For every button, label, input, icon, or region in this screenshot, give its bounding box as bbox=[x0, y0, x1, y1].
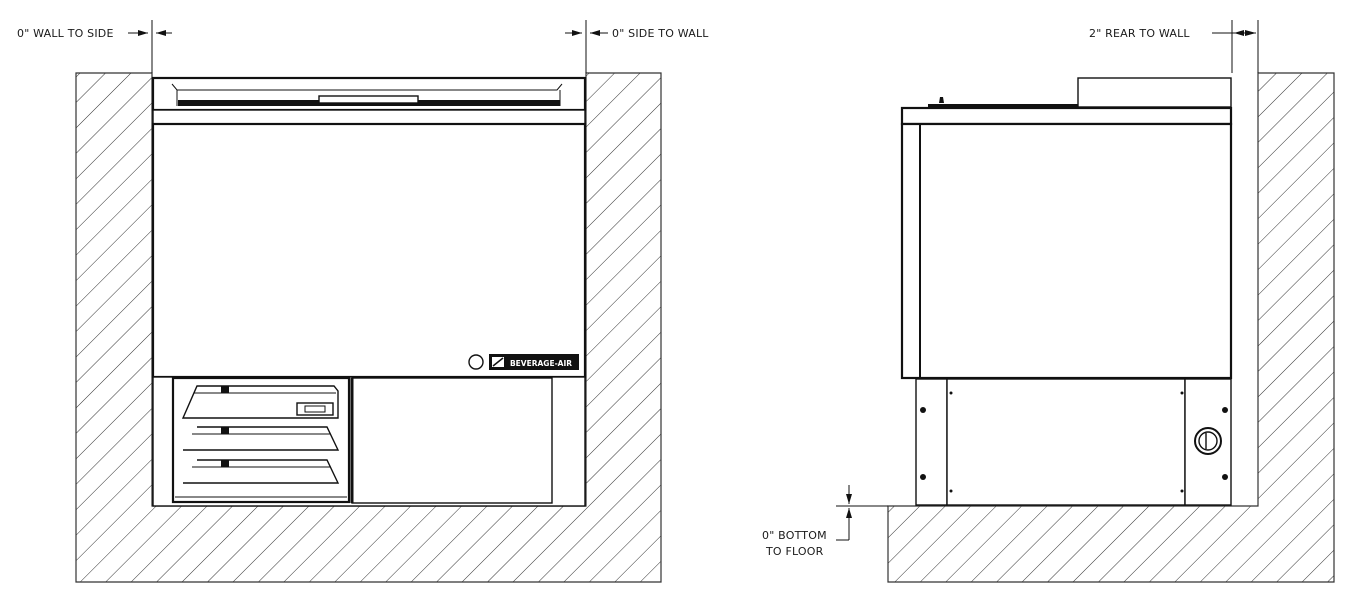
label-bottom-to-floor-1: 0" BOTTOM bbox=[762, 529, 827, 542]
label-bottom-to-floor-2: TO FLOOR bbox=[765, 545, 824, 558]
dim-wall-to-side: 0" WALL TO SIDE bbox=[17, 20, 172, 73]
wall-rear-hatch bbox=[887, 72, 1335, 583]
label-rear-to-wall: 2" REAR TO WALL bbox=[1089, 27, 1190, 40]
side-elevation: 2" REAR TO WALL 0" BOTTOM TO FLOOR bbox=[762, 20, 1335, 583]
base-legs bbox=[915, 378, 1232, 506]
front-elevation: BEVERAGE-AIR bbox=[17, 20, 709, 583]
drain-fitting-icon bbox=[1194, 427, 1222, 455]
cabinet-front-panel bbox=[151, 122, 587, 379]
compressor-grille bbox=[171, 376, 351, 504]
indicator-light-icon bbox=[468, 354, 484, 370]
dim-side-to-wall: 0" SIDE TO WALL bbox=[565, 20, 709, 73]
dim-bottom-to-floor: 0" BOTTOM TO FLOOR bbox=[762, 485, 888, 558]
label-side-to-wall: 0" SIDE TO WALL bbox=[612, 27, 709, 40]
cabinet-side-panel bbox=[900, 122, 1233, 380]
access-panel bbox=[351, 377, 553, 504]
brand-badge-text: BEVERAGE-AIR bbox=[510, 359, 572, 368]
dim-rear-to-wall: 2" REAR TO WALL bbox=[1089, 20, 1259, 73]
lid-assembly bbox=[151, 76, 587, 125]
label-wall-to-side: 0" WALL TO SIDE bbox=[17, 27, 114, 40]
brand-badge: BEVERAGE-AIR bbox=[489, 354, 579, 370]
